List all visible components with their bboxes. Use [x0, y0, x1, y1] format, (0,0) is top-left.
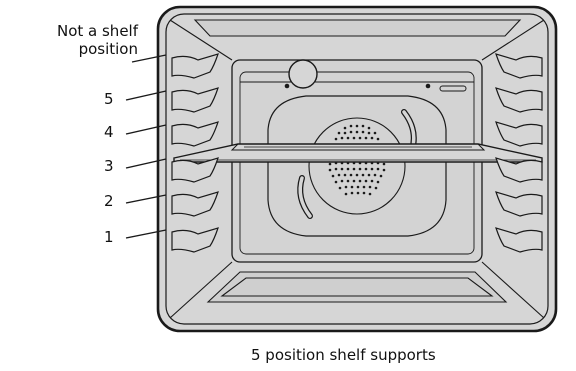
label-not-shelf-line2: position — [78, 40, 138, 58]
label-not-shelf-line1: Not a shelf — [56, 22, 138, 40]
left-shelf-supports — [171, 53, 219, 253]
fan-cover — [267, 95, 447, 237]
oven-lamp — [288, 59, 318, 89]
label-shelf-position-5: 5 — [104, 90, 114, 108]
perspective-lines — [169, 19, 545, 319]
oven-inner-border — [165, 13, 549, 325]
diagram-caption: 5 position shelf supports — [251, 346, 436, 364]
leader-lines — [125, 54, 167, 239]
oven-shelf — [173, 143, 543, 163]
label-shelf-position-4: 4 — [104, 123, 114, 141]
label-shelf-position-1: 1 — [104, 228, 114, 246]
label-not-a-shelf-position: Not a shelf position — [57, 22, 138, 58]
label-shelf-position-2: 2 — [104, 192, 114, 210]
label-shelf-position-3: 3 — [104, 157, 114, 175]
right-shelf-supports — [495, 53, 543, 253]
